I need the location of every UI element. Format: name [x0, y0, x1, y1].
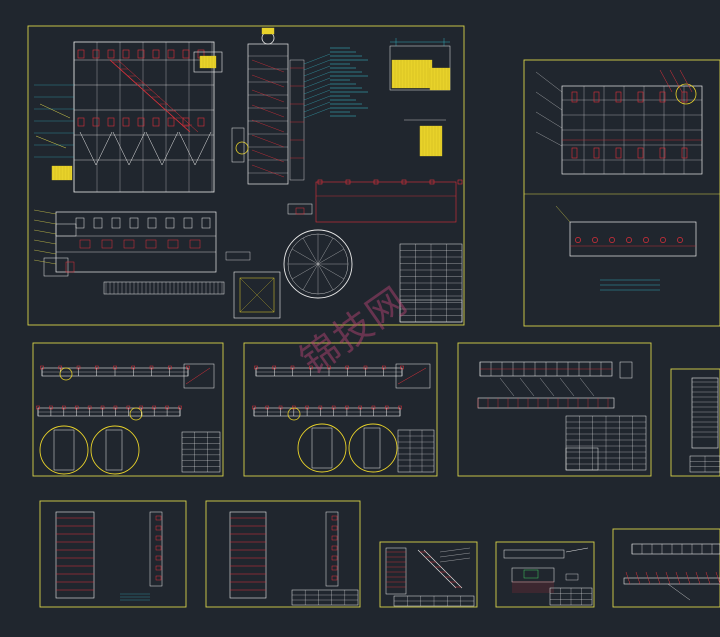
main-assembly-sheet: [27, 25, 465, 326]
right-top-sheet: [523, 59, 720, 327]
partial-bottom-right-sheet: [612, 528, 720, 608]
beam-sheet-2: [243, 342, 438, 477]
stair-sheet: [379, 541, 478, 608]
panel-sheet-2: [205, 500, 361, 608]
panel-sheet-1: [39, 500, 187, 608]
beam-sheet-1: [32, 342, 224, 477]
beam-sheet-3: [457, 342, 652, 477]
small-detail-sheet: [495, 541, 595, 608]
partial-right-sheet: [670, 368, 720, 477]
